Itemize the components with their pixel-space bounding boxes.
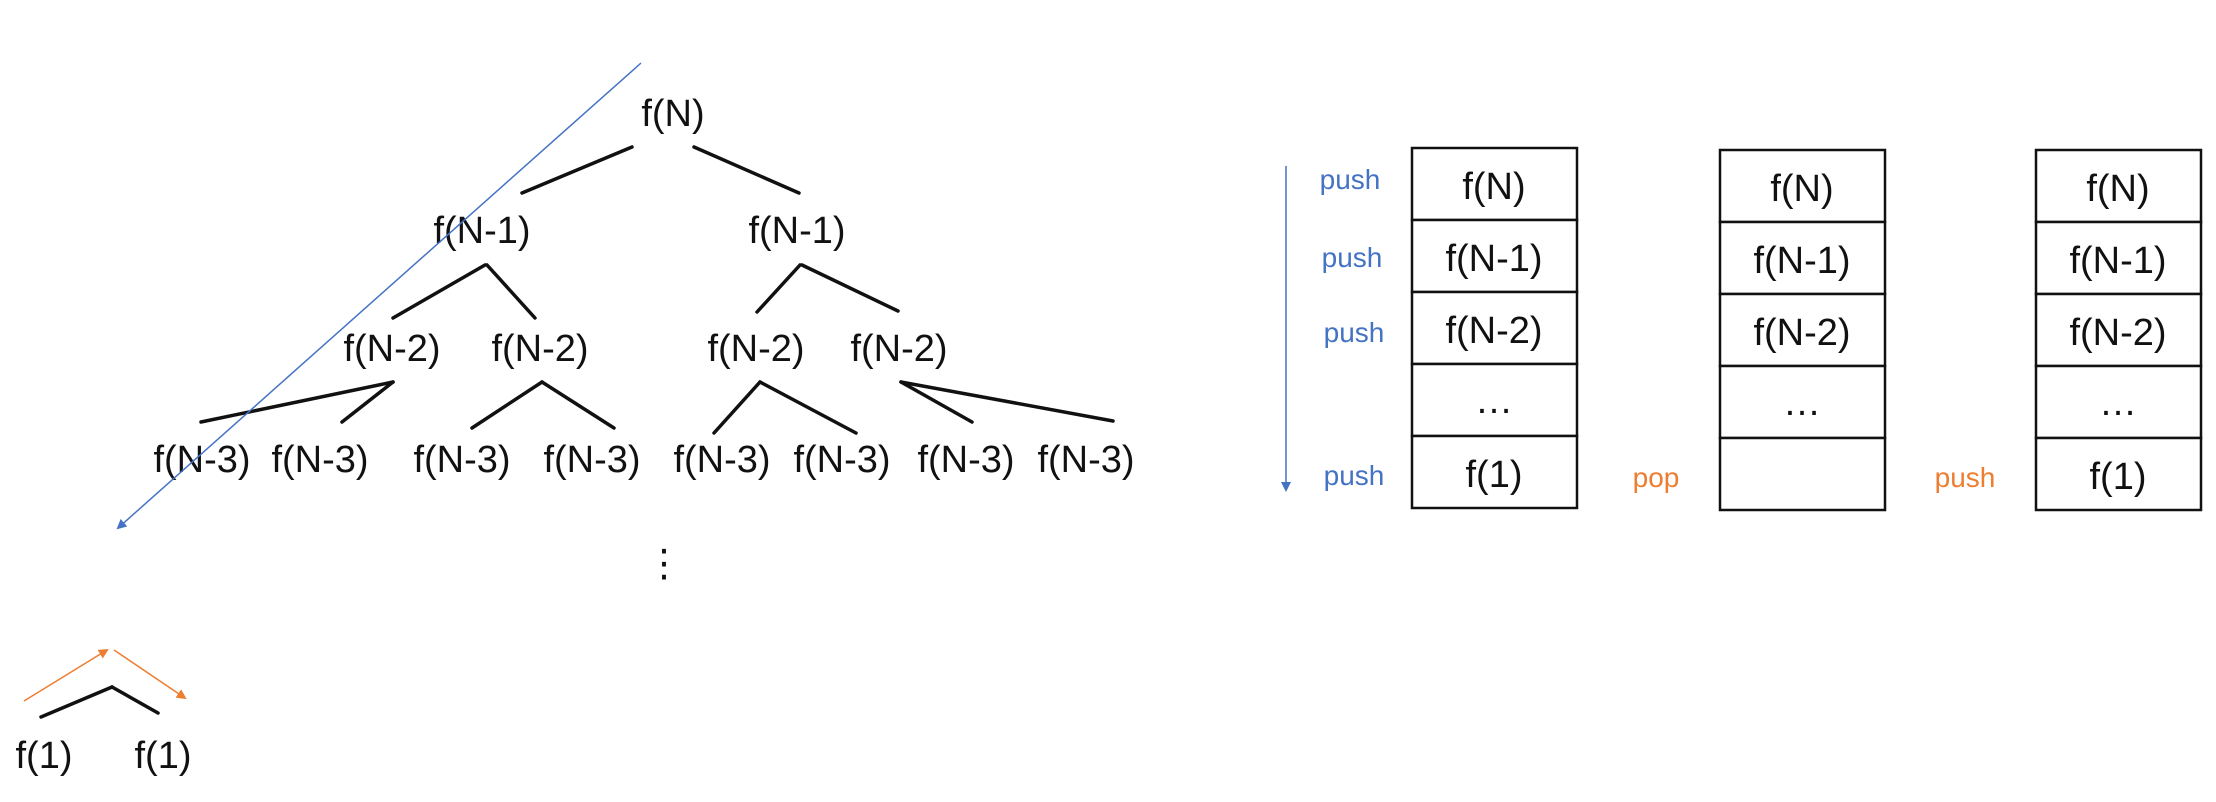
stack-cell-label: f(1) [2090,456,2147,498]
tree-node-n3: f(N-3) [1037,439,1134,481]
stack-cell [1718,436,1887,512]
stack-cell-label: f(N-2) [1753,312,1850,354]
stack-cell [2034,364,2203,440]
stack-cell-label: f(N-1) [2069,240,2166,282]
edge-l2d-right [899,380,1115,423]
leaf-down-arrow [113,649,187,700]
edge-root-right [692,145,801,195]
edge-root-left [520,145,634,195]
edge-leaf-right [110,685,160,715]
edge-l2b-right [540,380,616,430]
push-label: push [1324,317,1385,348]
stack-cell [1410,434,1579,510]
stack-cell-label: … [1783,382,1821,424]
push-again-label: push [1935,462,1996,493]
edge-l2a-right [340,380,395,424]
edge-l1a-left [391,263,487,320]
stack-cell [2034,292,2203,368]
tree-leaf: f(1) [135,735,192,777]
stack-cell-label: f(N-2) [2069,312,2166,354]
tree-node-n3: f(N-3) [917,439,1014,481]
stack-cell [1718,292,1887,368]
stack-cell-label: … [1475,380,1513,422]
tree-node-n3: f(N-3) [793,439,890,481]
tree-node-n3: f(N-3) [271,439,368,481]
edge-l1a-right [485,263,537,320]
tree-node-n2: f(N-2) [850,328,947,370]
stack-1: f(N) f(N-1) f(N-2) … f(1) [1410,146,1579,510]
edge-l2a-left [199,380,395,424]
edge-l1b-left [755,263,802,314]
tree-edges [39,145,1115,719]
stack-cell [2034,148,2203,224]
tree-node-n2: f(N-2) [343,328,440,370]
push-label: push [1322,242,1383,273]
tree-node-n2: f(N-2) [707,328,804,370]
stack-cell [1410,290,1579,366]
edge-l1b-right [800,263,900,313]
stack-cell-label: f(1) [1466,454,1523,496]
stack-cell [2034,436,2203,512]
tree-node-n2: f(N-2) [491,328,588,370]
tree-node-n3: f(N-3) [673,439,770,481]
stack-3: f(N) f(N-1) f(N-2) … f(1) [2034,148,2203,512]
edge-l2b-left [470,380,544,430]
tree-node-n3: f(N-3) [543,439,640,481]
edge-leaf-left [39,685,114,719]
stack-cell-label: f(N) [1462,166,1525,208]
stack-cell-label: … [2099,382,2137,424]
stack-cell [2034,220,2203,296]
push-label: push [1320,164,1381,195]
tree-leaf: f(1) [16,735,73,777]
traversal-arrows [23,62,642,702]
stack-cell [1410,218,1579,294]
tree-node-n1: f(N-1) [433,210,530,252]
tree-ellipsis: ⋮ [645,541,683,585]
tree-root: f(N) [641,93,704,135]
pop-label: pop [1633,462,1680,493]
edge-l2c-right [758,380,858,435]
stack-cell-label: f(N-2) [1445,310,1542,352]
leaf-up-arrow [23,648,109,702]
edge-l2d-left [899,380,974,424]
stack-cell-label: f(N) [1770,168,1833,210]
descent-arrow [116,62,642,530]
edge-l2c-left [712,380,762,435]
tree-nodes: f(N) f(N-1) f(N-1) f(N-2) f(N-2) f(N-2) … [16,93,1135,777]
tree-node-n3: f(N-3) [153,439,250,481]
tree-node-n3: f(N-3) [413,439,510,481]
stack-2: f(N) f(N-1) f(N-2) … [1718,148,1887,512]
stack-cell [1718,148,1887,224]
stack-cell-label: f(N-1) [1445,238,1542,280]
stack-cell [1718,220,1887,296]
push-label: push [1324,460,1385,491]
stack-cell-label: f(N-1) [1753,240,1850,282]
stack-cell-label: f(N) [2086,168,2149,210]
tree-node-n1: f(N-1) [748,210,845,252]
